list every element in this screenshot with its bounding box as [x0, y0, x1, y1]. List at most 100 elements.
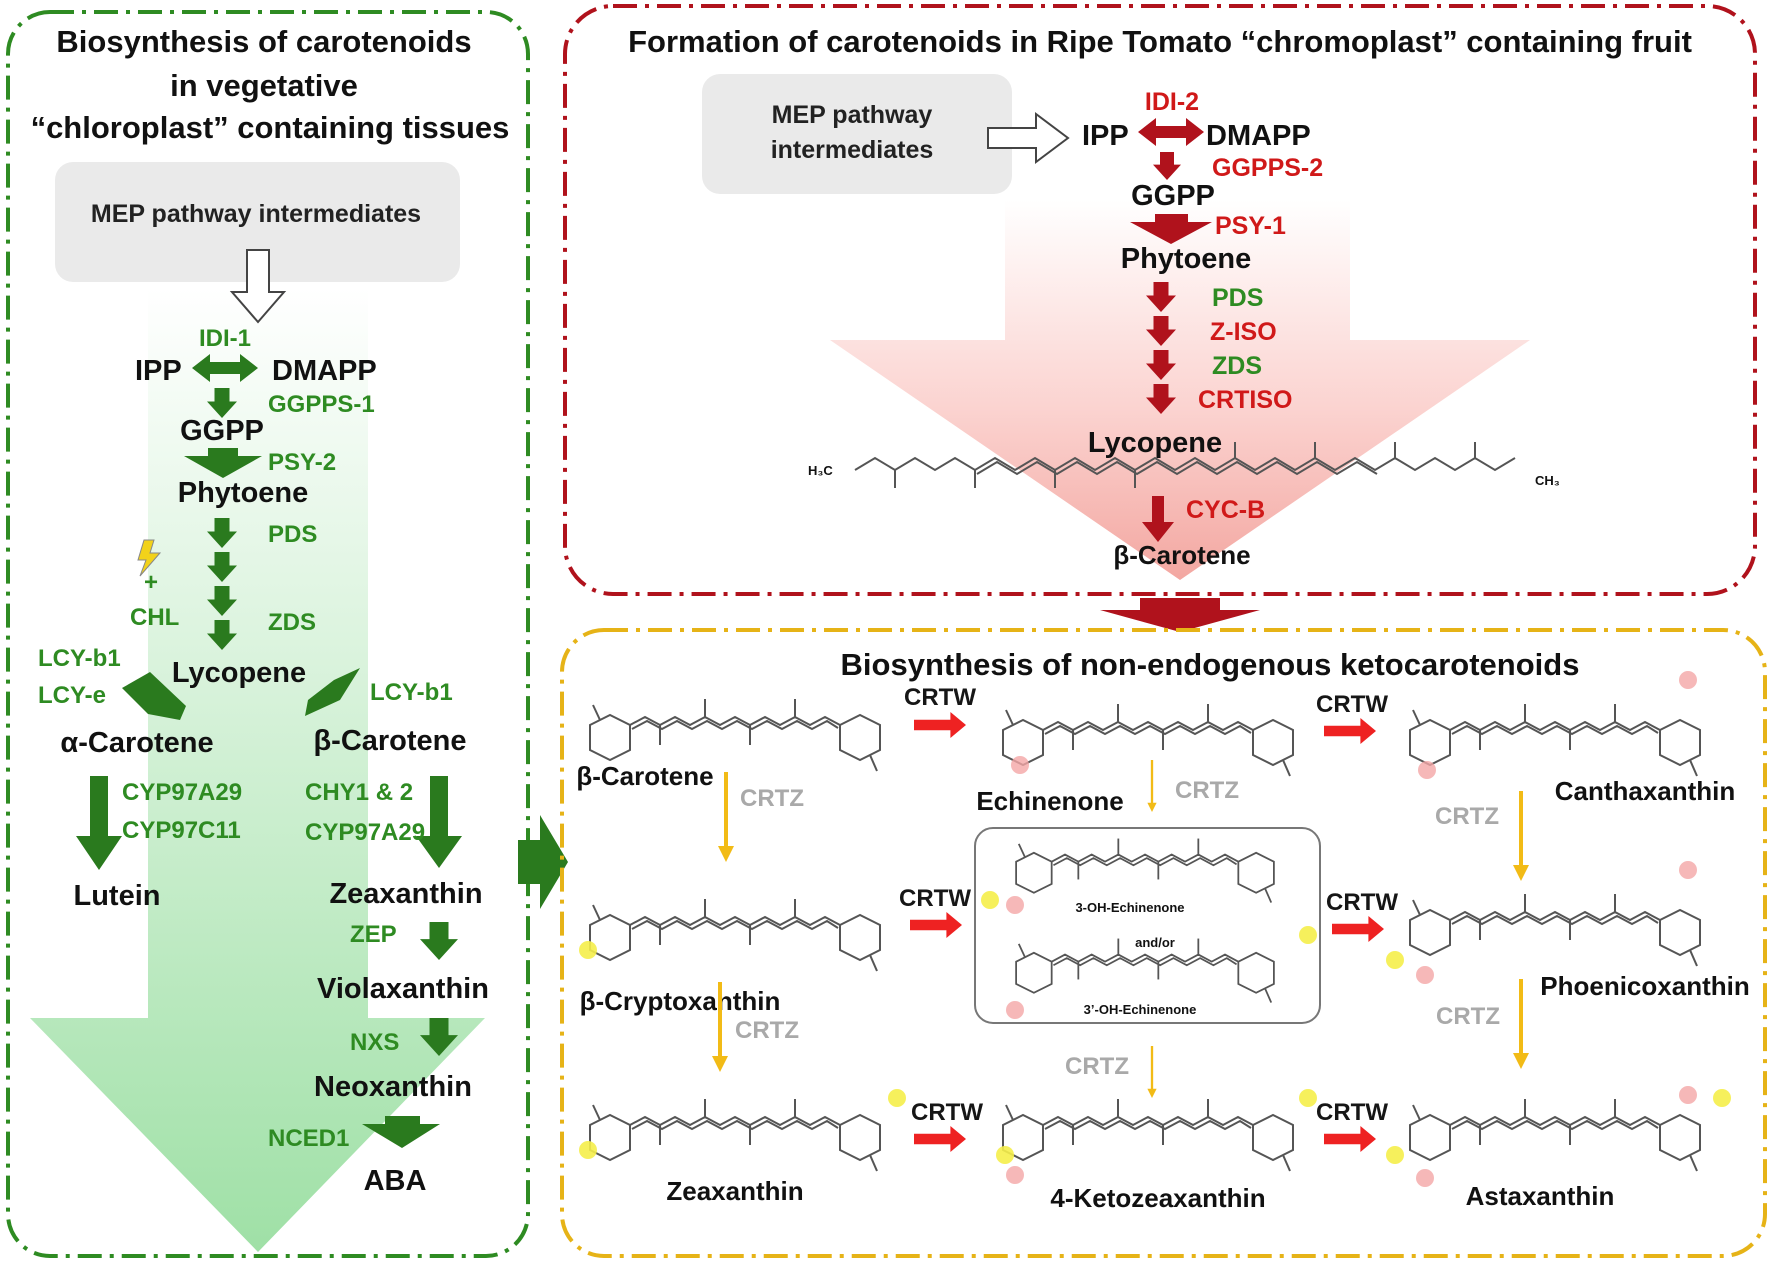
idi2-label: IDI-2 [1145, 88, 1199, 116]
arrow-ggpp-phytoene [184, 448, 262, 478]
hydroxyl-highlight [1386, 1146, 1404, 1164]
lycopene-ch3-label: CH₃ [1535, 473, 1560, 488]
crtw-label: CRTW [899, 885, 971, 912]
oh-echinenone-3p: 3’-OH-Echinenone [1084, 1002, 1197, 1017]
beta-cryptoxanthin: β-Cryptoxanthin [580, 986, 781, 1016]
chromoplast-panel-border [563, 4, 1757, 596]
lycopene-right: Lycopene [1088, 427, 1222, 459]
crtw-label: CRTW [1326, 889, 1398, 916]
lutein: Lutein [74, 880, 161, 912]
idi1-double-arrow [192, 354, 258, 382]
cycb-label: CYC-B [1186, 496, 1265, 524]
crtw-arrow [1324, 1126, 1376, 1152]
chl-label: CHL [130, 604, 179, 631]
keto-panel-border [560, 628, 1767, 1258]
mep-hollow-arrow-left [229, 249, 287, 324]
mep-label-left: MEP pathway intermediates [91, 200, 421, 228]
hydroxyl-highlight [1386, 951, 1404, 969]
chloroplast-title-line-2: in vegetative [170, 68, 358, 103]
mep-label-right-1: MEP pathway [772, 101, 933, 129]
crtz-arrow [1147, 760, 1157, 812]
crtz-label: CRTZ [1175, 777, 1239, 804]
mep-box-right [702, 74, 1012, 194]
cyp97c11-label: CYP97C11 [122, 817, 241, 844]
chromoplast-panel: Formation of carotenoids in Ripe Tomato … [563, 4, 1757, 596]
hydroxyl-highlight [579, 1141, 597, 1159]
arrow-r-phytoene [1130, 214, 1212, 244]
chloroplast-gradient-arrow [30, 288, 485, 1252]
chloroplast-title-line-1: Biosynthesis of carotenoids [56, 24, 471, 59]
oh-echinenone-box [974, 827, 1321, 1024]
arrow-r-ggpp [1153, 152, 1181, 180]
cyp97a29-right: CYP97A29 [305, 819, 425, 846]
chromoplast-gradient-arrow [830, 200, 1530, 580]
canthaxanthin-structure [1409, 703, 1701, 777]
lycopene-left: Lycopene [172, 657, 306, 689]
neoxanthin: Neoxanthin [314, 1071, 472, 1103]
4-ketozeaxanthin: 4-Ketozeaxanthin [1050, 1183, 1265, 1213]
crtz-arrow [1513, 791, 1529, 881]
phytoene-right: Phytoene [1121, 243, 1252, 275]
arrow-r-cyc [1142, 496, 1174, 542]
crtw-label: CRTW [904, 684, 976, 711]
echinenone-structure [1002, 703, 1294, 777]
and-or-label: and/or [1135, 935, 1175, 950]
pds-label-left: PDS [268, 521, 317, 548]
idi1-label: IDI-1 [199, 325, 251, 352]
keto-highlight [1679, 671, 1697, 689]
ziso-label: Z-ISO [1210, 318, 1277, 346]
chy-label: CHY1 & 2 [305, 779, 413, 806]
arrow-to-alpha-carotene [122, 672, 186, 720]
keto-highlight [1418, 761, 1436, 779]
keto-highlight [1679, 1086, 1697, 1104]
nxs-label: NXS [350, 1029, 399, 1056]
hydroxyl-highlight [1713, 1089, 1731, 1107]
lcy-b1-left: LCY-b1 [38, 645, 121, 672]
beta-carotene-right: β-Carotene [1113, 540, 1250, 570]
crtw-arrow [1324, 718, 1376, 744]
crtw-arrow [910, 912, 962, 938]
idi2-double-arrow [1138, 118, 1204, 146]
nced1-label: NCED1 [268, 1125, 349, 1152]
beta-carotene-left: β-Carotene [313, 725, 466, 757]
astaxanthin-structure [1409, 1098, 1701, 1172]
hydroxyl-highlight [996, 1146, 1014, 1164]
keto-panel: Biosynthesis of non-endogenous ketocarot… [560, 628, 1767, 1258]
astaxanthin: Astaxanthin [1466, 1181, 1615, 1211]
keto-highlight [1006, 1001, 1024, 1019]
hydroxyl-highlight [888, 1089, 906, 1107]
chl-plus: + [144, 569, 158, 596]
beta-cryptoxanthin-structure [589, 898, 881, 972]
crtw-label: CRTW [1316, 1099, 1388, 1126]
zeaxanthin-keto: Zeaxanthin [666, 1176, 803, 1206]
ggpps2-label: GGPPS-2 [1212, 154, 1323, 182]
crtw-arrow [914, 712, 966, 738]
crtz-arrow [1513, 979, 1529, 1069]
oh-echinenone-3: 3-OH-Echinenone [1075, 900, 1184, 915]
zep-label: ZEP [350, 921, 397, 948]
hydroxyl-highlight [1299, 926, 1317, 944]
psy2-label: PSY-2 [268, 449, 336, 476]
chromoplast-title: Formation of carotenoids in Ripe Tomato … [628, 24, 1692, 59]
mep-label-right-2: intermediates [771, 136, 934, 164]
ipp-right: IPP [1082, 120, 1129, 152]
keto-highlight [1011, 756, 1029, 774]
arrow-to-zeaxanthin-left [416, 776, 462, 868]
mep-hollow-arrow-right [987, 112, 1070, 164]
ggpp-right: GGPP [1131, 180, 1215, 212]
zds-label-right: ZDS [1212, 352, 1262, 380]
zeaxanthin-left: Zeaxanthin [329, 878, 482, 910]
alpha-carotene: α-Carotene [60, 727, 213, 759]
oh-echinenone-3-structure [1015, 837, 1275, 904]
phytoene-left: Phytoene [178, 477, 309, 509]
cyp97a29-left: CYP97A29 [122, 779, 242, 806]
phoenicoxanthin: Phoenicoxanthin [1540, 971, 1749, 1001]
crtz-arrow [718, 772, 734, 862]
chloroplast-panel: Biosynthesis of carotenoids in vegetativ… [6, 10, 530, 1258]
ipp-left: IPP [135, 355, 182, 387]
crtw-arrow [1332, 916, 1384, 942]
hydroxyl-highlight [579, 941, 597, 959]
aba: ABA [364, 1165, 427, 1197]
mep-box-left [55, 162, 460, 282]
